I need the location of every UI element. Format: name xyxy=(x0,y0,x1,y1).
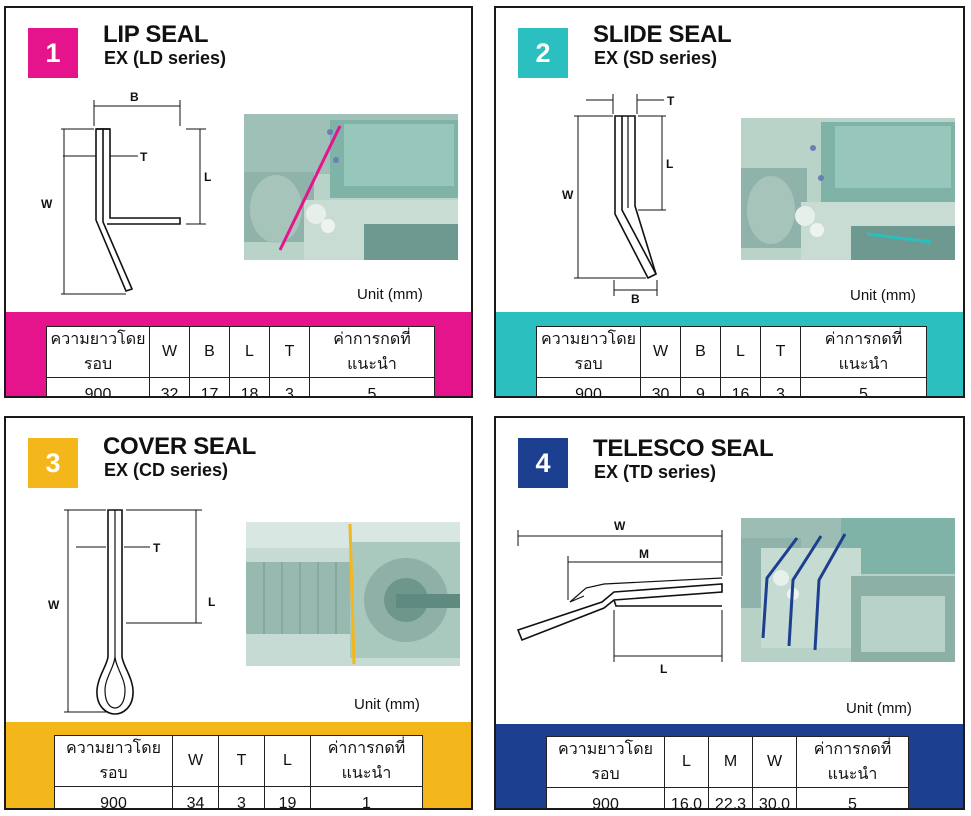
spec-table-header-row: ความยาวโดยรอบ W T L ค่าการกดที่แนะนำ xyxy=(54,735,423,787)
dim-label-l: L xyxy=(666,157,673,171)
telesco-seal-dimension-diagram: W M L xyxy=(516,519,723,676)
panel-subtitle: EX (TD series) xyxy=(594,462,717,482)
spec-table-header-row: ความยาวโดยรอบ W B L T ค่าการกดที่แนะนำ xyxy=(536,326,927,378)
panel-title: TELESCO SEAL xyxy=(593,435,774,462)
slide-seal-machine-photo xyxy=(741,118,955,260)
panel-number-badge: 2 xyxy=(518,28,568,78)
lip-seal-panel: 1 LIP SEAL EX (LD series) B T L W xyxy=(4,6,473,398)
value-cell: 30.0 xyxy=(752,787,797,808)
header-cell: L xyxy=(664,736,709,788)
spec-table-value-row: 900 30 9 16 3 5 xyxy=(536,377,927,396)
header-cell: W xyxy=(640,326,681,378)
spec-table-value-row: 900 32 17 18 3 5 xyxy=(46,377,435,396)
spec-table-header-row: ความยาวโดยรอบ L M W ค่าการกดที่แนะนำ xyxy=(546,736,909,788)
unit-label: Unit (mm) xyxy=(850,287,916,304)
dim-label-b: B xyxy=(130,90,139,104)
header-cell: ค่าการกดที่แนะนำ xyxy=(310,735,423,787)
value-cell: 9 xyxy=(680,377,721,396)
value-cell: 22.3 xyxy=(708,787,753,808)
panel-subtitle: EX (LD series) xyxy=(104,48,227,68)
unit-label: Unit (mm) xyxy=(846,700,912,717)
header-cell: ความยาวโดยรอบ xyxy=(54,735,173,787)
header-cell: B xyxy=(189,326,230,378)
dim-label-t: T xyxy=(667,94,675,108)
header-cell: ค่าการกดที่แนะนำ xyxy=(309,326,435,378)
dim-label-l: L xyxy=(204,170,211,184)
value-cell: 900 xyxy=(536,377,641,396)
telesco-seal-machine-photo xyxy=(741,518,955,662)
lip-seal-dimension-diagram: B T L W xyxy=(41,90,211,295)
slide-seal-dimension-diagram: T L W B xyxy=(562,94,675,306)
value-cell: 3 xyxy=(269,377,310,396)
value-cell: 18 xyxy=(229,377,270,396)
spec-table: ความยาวโดยรอบ W B L T ค่าการกดที่แนะนำ 9… xyxy=(536,326,927,396)
header-cell: ความยาวโดยรอบ xyxy=(536,326,641,378)
panel-subtitle: EX (SD series) xyxy=(594,48,718,68)
value-cell: 5 xyxy=(796,787,909,808)
dim-label-t: T xyxy=(153,541,161,555)
value-cell: 900 xyxy=(46,377,150,396)
header-cell: L xyxy=(229,326,270,378)
lip-seal-machine-photo xyxy=(244,114,458,260)
header-cell: T xyxy=(269,326,310,378)
value-cell: 34 xyxy=(172,786,219,808)
unit-label: Unit (mm) xyxy=(357,286,423,303)
telesco-seal-panel: 4 TELESCO SEAL EX (TD series) W M L xyxy=(494,416,965,810)
value-cell: 19 xyxy=(264,786,311,808)
panel-title: COVER SEAL xyxy=(103,433,257,460)
dim-label-w: W xyxy=(48,598,60,612)
panel-subtitle: EX (CD series) xyxy=(104,460,229,480)
header-cell: ความยาวโดยรอบ xyxy=(546,736,665,788)
spec-table: ความยาวโดยรอบ W B L T ค่าการกดที่แนะนำ 9… xyxy=(46,326,435,396)
value-cell: 32 xyxy=(149,377,190,396)
header-cell: W xyxy=(172,735,219,787)
header-cell: T xyxy=(218,735,265,787)
header-cell: B xyxy=(680,326,721,378)
value-cell: 900 xyxy=(54,786,173,808)
header-cell: ค่าการกดที่แนะนำ xyxy=(796,736,909,788)
spec-table: ความยาวโดยรอบ L M W ค่าการกดที่แนะนำ 900… xyxy=(546,736,909,808)
dim-label-l: L xyxy=(660,662,667,676)
panel-title: SLIDE SEAL xyxy=(593,21,732,48)
spec-table-value-row: 900 16.0 22.3 30.0 5 xyxy=(546,787,909,808)
header-cell: M xyxy=(708,736,753,788)
dim-label-b: B xyxy=(631,292,640,306)
dim-label-w: W xyxy=(41,197,53,211)
header-cell: ความยาวโดยรอบ xyxy=(46,326,150,378)
value-cell: 5 xyxy=(800,377,927,396)
spec-table-header-row: ความยาวโดยรอบ W B L T ค่าการกดที่แนะนำ xyxy=(46,326,435,378)
panel-number-badge: 3 xyxy=(28,438,78,488)
value-cell: 3 xyxy=(760,377,801,396)
value-cell: 900 xyxy=(546,787,665,808)
value-cell: 16.0 xyxy=(664,787,709,808)
panel-number-badge: 1 xyxy=(28,28,78,78)
header-cell: W xyxy=(752,736,797,788)
dim-label-l: L xyxy=(208,595,215,609)
dim-label-m: M xyxy=(639,547,649,561)
value-cell: 16 xyxy=(720,377,761,396)
value-cell: 5 xyxy=(309,377,435,396)
slide-seal-panel: 2 SLIDE SEAL EX (SD series) T L W B xyxy=(494,6,965,398)
value-cell: 1 xyxy=(310,786,423,808)
panel-number-badge: 4 xyxy=(518,438,568,488)
spec-table: ความยาวโดยรอบ W T L ค่าการกดที่แนะนำ 900… xyxy=(54,735,423,808)
value-cell: 30 xyxy=(640,377,681,396)
header-cell: L xyxy=(264,735,311,787)
spec-table-value-row: 900 34 3 19 1 xyxy=(54,786,423,808)
cover-seal-machine-photo xyxy=(246,522,460,666)
dim-label-w: W xyxy=(562,188,574,202)
dim-label-w: W xyxy=(614,519,626,533)
value-cell: 3 xyxy=(218,786,265,808)
header-cell: W xyxy=(149,326,190,378)
header-cell: T xyxy=(760,326,801,378)
header-cell: L xyxy=(720,326,761,378)
unit-label: Unit (mm) xyxy=(354,696,420,713)
dim-label-t: T xyxy=(140,150,148,164)
value-cell: 17 xyxy=(189,377,230,396)
header-cell: ค่าการกดที่แนะนำ xyxy=(800,326,927,378)
panel-title: LIP SEAL xyxy=(103,21,209,48)
cover-seal-dimension-diagram: T L W xyxy=(48,509,215,715)
cover-seal-panel: 3 COVER SEAL EX (CD series) T L W xyxy=(4,416,473,810)
